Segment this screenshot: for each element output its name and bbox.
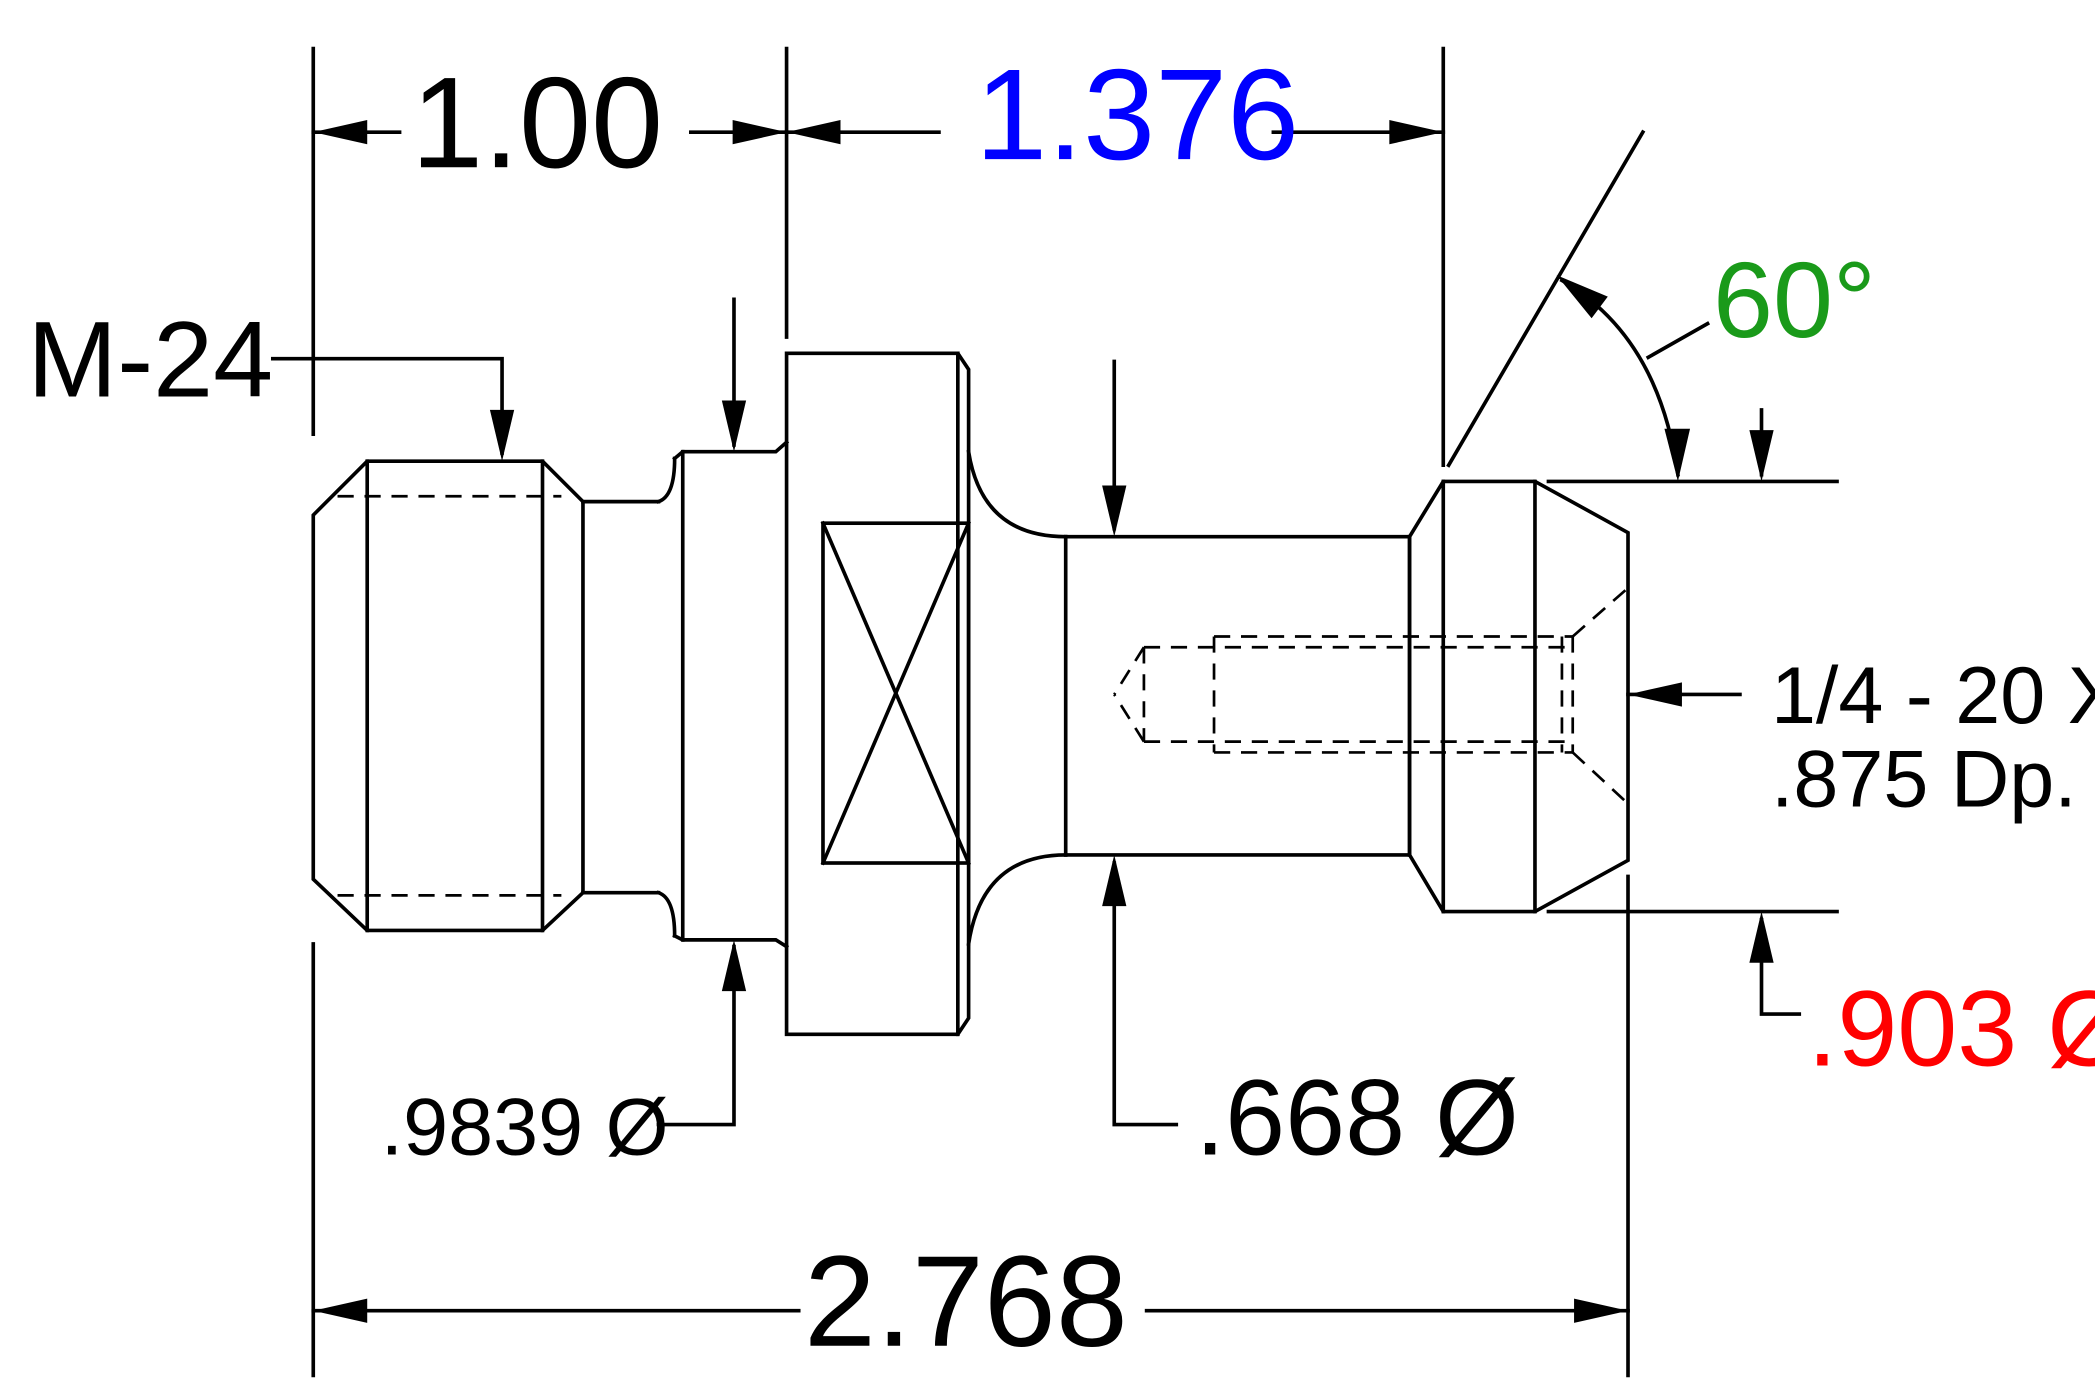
dim-2-768: 2.768 xyxy=(804,1230,1128,1374)
tap-callout-line1: 1/4 - 20 X xyxy=(1771,651,2095,741)
dim-903-dia: .903 Ø xyxy=(1807,967,2095,1088)
dimension-text: 1.00 1.376 2.768 60° M-24 .9839 Ø .668 Ø… xyxy=(27,43,2095,1374)
dim-m24: M-24 xyxy=(27,298,273,419)
dimension-lines xyxy=(270,46,1839,1378)
head xyxy=(1407,479,1630,914)
pilot-section xyxy=(672,439,790,950)
dim-1-00: 1.00 xyxy=(411,51,663,195)
dim-668-dia: .668 Ø xyxy=(1195,1056,1519,1177)
part-outline xyxy=(311,351,1630,1037)
chamfer-extension xyxy=(1446,129,1646,468)
wrench-flat xyxy=(821,521,971,865)
dim-9839-dia: .9839 Ø xyxy=(381,1082,669,1172)
flange xyxy=(784,351,971,1037)
dim-60-deg: 60° xyxy=(1713,239,1876,360)
dim-1-376: 1.376 xyxy=(975,43,1299,187)
tapped-hole xyxy=(1113,586,1629,805)
tap-callout-line2: .875 Dp. xyxy=(1771,734,2077,824)
